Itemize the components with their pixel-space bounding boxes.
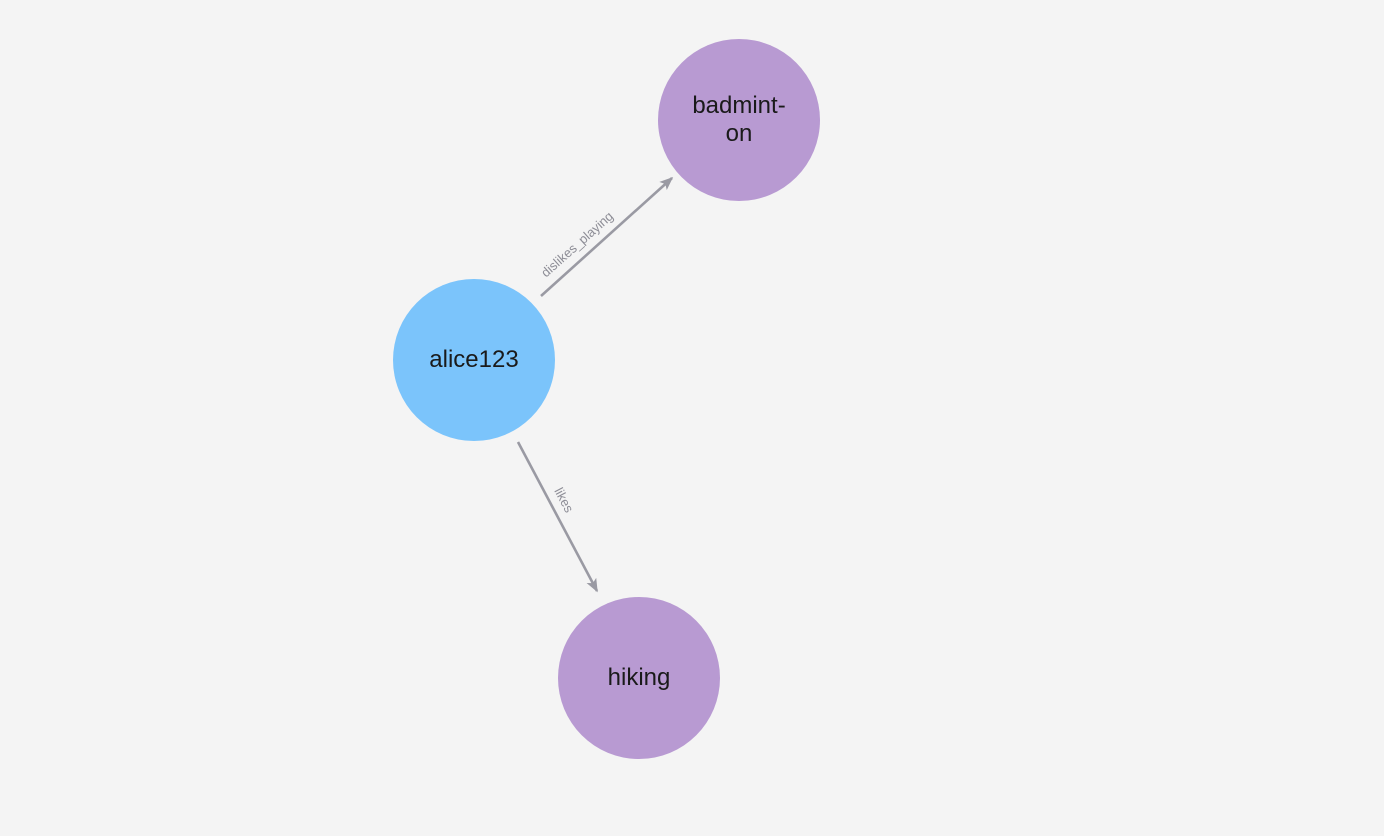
graph-node-badminton[interactable]: badmint- on [658,39,820,201]
graph-edge[interactable] [540,176,674,297]
graph-node-hiking[interactable]: hiking [558,597,720,759]
graph-edge[interactable] [516,441,599,593]
graph-node-label: alice123 [429,346,519,373]
graph-node-label: hiking [607,664,671,691]
graph-node-alice123[interactable]: alice123 [393,279,555,441]
graph-node-label: badmint- on [692,92,786,147]
